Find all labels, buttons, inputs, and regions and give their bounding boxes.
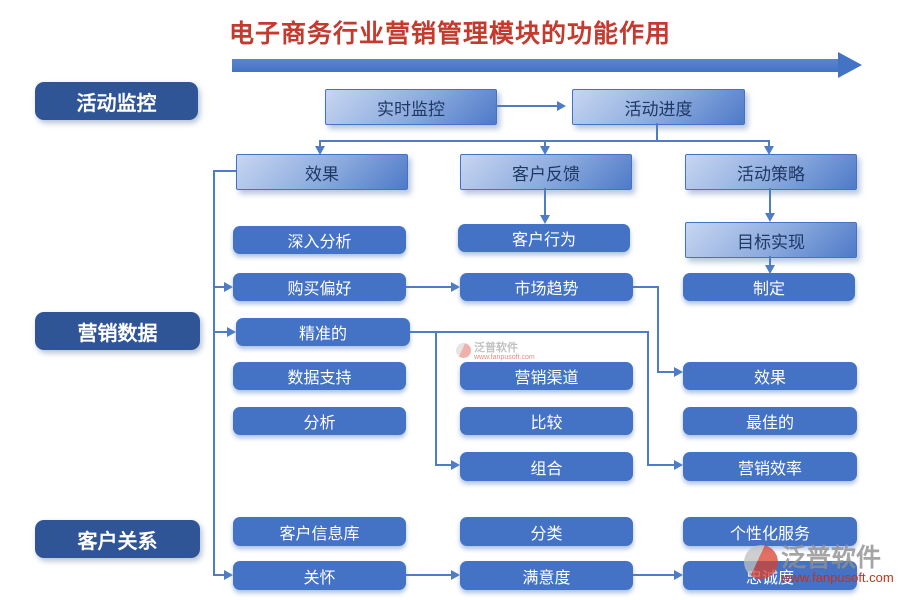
arrowhead-icon [765,213,775,222]
watermark-center: 泛普软件 www.fanpusoft.com [456,343,535,361]
node-plan: 制定 [683,273,855,301]
watermark-url: www.fanpusoft.com [474,354,535,361]
node-activity-progress: 活动进度 [572,89,745,125]
arrowhead-icon [451,570,460,580]
arrowhead-icon [315,146,325,155]
connector-line [769,188,771,213]
node-combine: 组合 [460,452,633,481]
node-deep-analysis: 深入分析 [233,226,406,254]
connector-line [656,123,658,141]
watermark-brand: 泛普软件 [474,342,518,354]
category-marketing-data: 营销数据 [35,312,200,350]
node-activity-strategy: 活动策略 [685,154,857,190]
node-data-support: 数据支持 [233,362,406,390]
connector-line [769,256,771,265]
node-best: 最佳的 [683,407,857,435]
connector-line [495,105,557,107]
node-market-trend: 市场趋势 [460,273,633,301]
connector-line [213,574,225,576]
node-customer-database: 客户信息库 [233,517,406,546]
connector-line [435,331,437,466]
timeline-arrow-bar [232,59,840,72]
node-marketing-efficiency: 营销效率 [683,452,857,481]
node-care: 关怀 [233,561,406,590]
page-title: 电子商务行业营销管理模块的功能作用 [228,21,671,48]
connector-line [657,371,675,373]
node-customer-feedback: 客户反馈 [460,154,632,190]
connector-line [214,170,236,172]
connector-line [410,331,649,333]
connector-line [319,140,321,146]
fanpu-logo-icon [456,343,471,358]
category-customer-relation: 客户关系 [35,520,200,558]
connector-line [213,170,215,576]
arrowhead-icon [674,367,683,377]
node-effect-top: 效果 [236,154,408,190]
node-analysis: 分析 [233,407,406,435]
node-purchase-preference: 购买偏好 [233,273,406,301]
arrowhead-icon [451,282,460,292]
category-activity-monitor: 活动监控 [35,82,198,120]
node-effect-right: 效果 [683,362,857,390]
node-realtime-monitor: 实时监控 [325,89,497,125]
arrowhead-icon [451,460,460,470]
node-compare: 比较 [460,407,633,435]
connector-line [213,331,228,333]
connector-line [768,140,770,146]
node-marketing-channel: 营销渠道 [460,362,633,390]
connector-line [544,188,546,215]
node-satisfaction: 满意度 [460,561,633,590]
arrowhead-icon [227,327,236,337]
connector-line [406,286,451,288]
connector-line [544,140,546,146]
arrowhead-icon [224,282,233,292]
arrowhead-icon [540,215,550,224]
timeline-arrow-head-icon [838,52,862,78]
node-personalized-service: 个性化服务 [683,517,857,546]
arrowhead-icon [224,570,233,580]
connector-line [633,574,674,576]
connector-line [647,331,649,466]
connector-line [633,286,659,288]
connector-line [213,286,225,288]
node-customer-behavior: 客户行为 [458,224,630,252]
arrowhead-icon [764,146,774,155]
node-classify: 分类 [460,517,633,546]
node-loyalty: 忠诚度 [683,561,857,590]
arrowhead-icon [557,101,566,111]
connector-line [657,286,659,373]
connector-line [435,464,451,466]
node-precise: 精准的 [236,318,410,346]
arrowhead-icon [765,265,775,274]
node-goal-achievement: 目标实现 [685,222,857,258]
connector-line [406,574,451,576]
arrowhead-icon [674,460,683,470]
arrowhead-icon [674,570,683,580]
arrowhead-icon [540,146,550,155]
connector-line [647,464,674,466]
